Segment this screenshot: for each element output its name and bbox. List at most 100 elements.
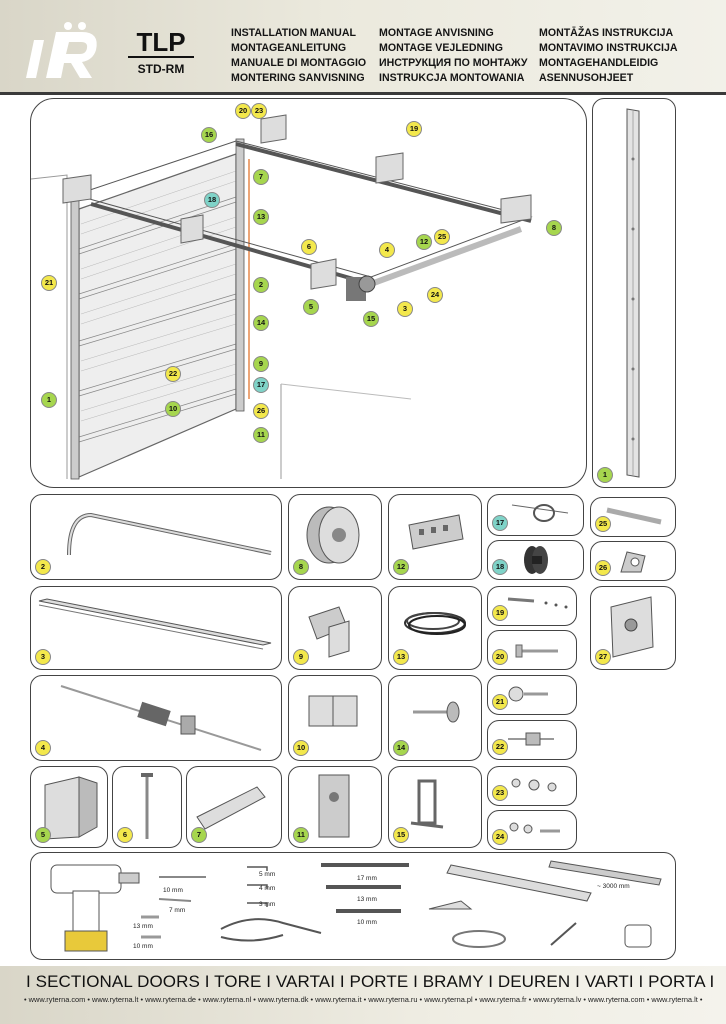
- title-it: MANUALE DI MONTAGGIO: [231, 57, 367, 69]
- title-dk: MONTAGE VEJLEDNING: [379, 42, 503, 54]
- part-21-box: 21: [487, 675, 577, 715]
- part-7-box: 7: [186, 766, 282, 848]
- callout-14: 14: [253, 315, 269, 331]
- model-subname: STD-RM: [137, 62, 185, 76]
- part-label-12: 12: [393, 559, 409, 575]
- title-no: MONTERING SANVISNING: [231, 72, 365, 84]
- part-label-7: 7: [191, 827, 207, 843]
- part-22-box: 22: [487, 720, 577, 760]
- part-1-box: 1: [592, 98, 676, 488]
- drill-bit-10-label: 10 mm: [163, 887, 183, 894]
- footer: I SECTIONAL DOORS I TORE I VARTAI I PORT…: [0, 966, 726, 1024]
- callout-26: 26: [253, 403, 269, 419]
- part-label-9: 9: [293, 649, 309, 665]
- bearing-wheel-drawing: [524, 546, 548, 574]
- part-10-box: 10: [288, 675, 382, 761]
- callout-5: 5: [303, 299, 319, 315]
- part-label-17: 17: [492, 515, 508, 531]
- title-lv: MONTĀŽAS INSTRUKCIJA: [539, 27, 674, 39]
- part-label-5: 5: [35, 827, 51, 843]
- part-4-box: 4: [30, 675, 282, 761]
- cable-coil-drawing: [404, 612, 466, 635]
- part-14-box: 14: [388, 675, 482, 761]
- callout-25: 25: [434, 229, 450, 245]
- bolt-drawing: [515, 644, 558, 658]
- callout-15: 15: [363, 311, 379, 327]
- callout-6: 6: [301, 239, 317, 255]
- door-assembly-drawing: [31, 114, 533, 480]
- perforated-strip-drawing: [507, 597, 568, 609]
- axle-pin-drawing: [606, 507, 662, 525]
- footer-categories: I SECTIONAL DOORS I TORE I VARTAI I PORT…: [26, 972, 715, 991]
- header: TLP STD-RM INSTALLATION MANUAL MONTAGE A…: [0, 0, 726, 95]
- manual-titles: INSTALLATION MANUAL MONTAGE ANVISNING MO…: [231, 26, 699, 85]
- part-label-21: 21: [492, 694, 508, 710]
- callout-19: 19: [406, 121, 422, 137]
- title-lt: MONTAVIMO INSTRUKCIJA: [539, 42, 678, 54]
- callout-22: 22: [165, 366, 181, 382]
- title-pl: INSTRUKCJA MONTOWANIA: [379, 72, 525, 84]
- part-2-box: 2: [30, 494, 282, 580]
- part-24-box: 24: [487, 810, 577, 850]
- part-label-14: 14: [393, 740, 409, 756]
- end-bearing-plate-drawing: [610, 596, 654, 658]
- track-joint-drawing: [196, 786, 266, 830]
- hex-5-label: 5 mm: [259, 871, 276, 878]
- part-label-19: 19: [492, 605, 508, 621]
- part-label-26: 26: [595, 560, 611, 576]
- rail-length-label: ~ 3000 mm: [597, 883, 630, 890]
- threaded-rod-drawing: [141, 773, 153, 839]
- bottom-fixing-drawing: [318, 774, 350, 838]
- callout-13: 13: [253, 209, 269, 225]
- part-12-box: 12: [388, 494, 482, 580]
- callout-3: 3: [397, 301, 413, 317]
- part-label-1: 1: [597, 467, 613, 483]
- end-cap-drawing: [620, 551, 646, 573]
- hex-4-label: 4 mm: [259, 885, 276, 892]
- callout-9: 9: [253, 356, 269, 372]
- part-3-box: 3: [30, 586, 282, 670]
- part-label-3: 3: [35, 649, 51, 665]
- drill-bit-7-label: 7 mm: [169, 907, 186, 914]
- safety-clip-drawing: [511, 504, 569, 522]
- title-fi: ASENNUSOHJEET: [539, 72, 634, 84]
- ryterna-logo: [26, 22, 97, 78]
- part-label-25: 25: [595, 516, 611, 532]
- part-label-22: 22: [492, 739, 508, 755]
- part-23-box: 23: [487, 766, 577, 806]
- part-20-box: 20: [487, 630, 577, 670]
- torsion-spring-drawing: [60, 685, 262, 751]
- title-nl: MONTAGEHANDLEIDIG: [539, 57, 659, 69]
- socket-10-label: 10 mm: [133, 943, 153, 950]
- callout-24: 24: [427, 287, 443, 303]
- part-label-10: 10: [293, 740, 309, 756]
- bottom-bracket-drawing: [308, 606, 350, 658]
- callout-12: 12: [416, 234, 432, 250]
- part-17-box: 17: [487, 494, 584, 536]
- callout-16: 16: [201, 127, 217, 143]
- socket-13-label: 13 mm: [133, 923, 153, 930]
- title-se: MONTAGE ANVISNING: [379, 27, 494, 39]
- part-15-box: 15: [388, 766, 482, 848]
- spacer-bolt-drawing: [508, 686, 548, 702]
- part-label-11: 11: [293, 827, 309, 843]
- title-en: INSTALLATION MANUAL: [231, 27, 356, 39]
- callout-21: 21: [41, 275, 57, 291]
- callout-2: 2: [253, 277, 269, 293]
- part-label-23: 23: [492, 785, 508, 801]
- tools-box: 10 mm 7 mm 13 mm 10 mm 5 mm 4 mm 3 mm 17…: [30, 852, 676, 960]
- part-25-box: 25: [590, 497, 676, 537]
- part-label-8: 8: [293, 559, 309, 575]
- title-ru: ИНСТРУКЦИЯ ПО МОНТАЖУ: [379, 57, 528, 69]
- callout-23: 23: [251, 103, 267, 119]
- part-label-27: 27: [595, 649, 611, 665]
- vertical-track-drawing: [626, 108, 640, 478]
- tools-drawing: [50, 860, 662, 952]
- part-8-box: 8: [288, 494, 382, 580]
- part-label-2: 2: [35, 559, 51, 575]
- hinge-drawing: [308, 695, 358, 727]
- model-block: TLP STD-RM: [128, 28, 194, 76]
- part-9-box: 9: [288, 586, 382, 670]
- part-5-box: 5: [30, 766, 108, 848]
- part-11-box: 11: [288, 766, 382, 848]
